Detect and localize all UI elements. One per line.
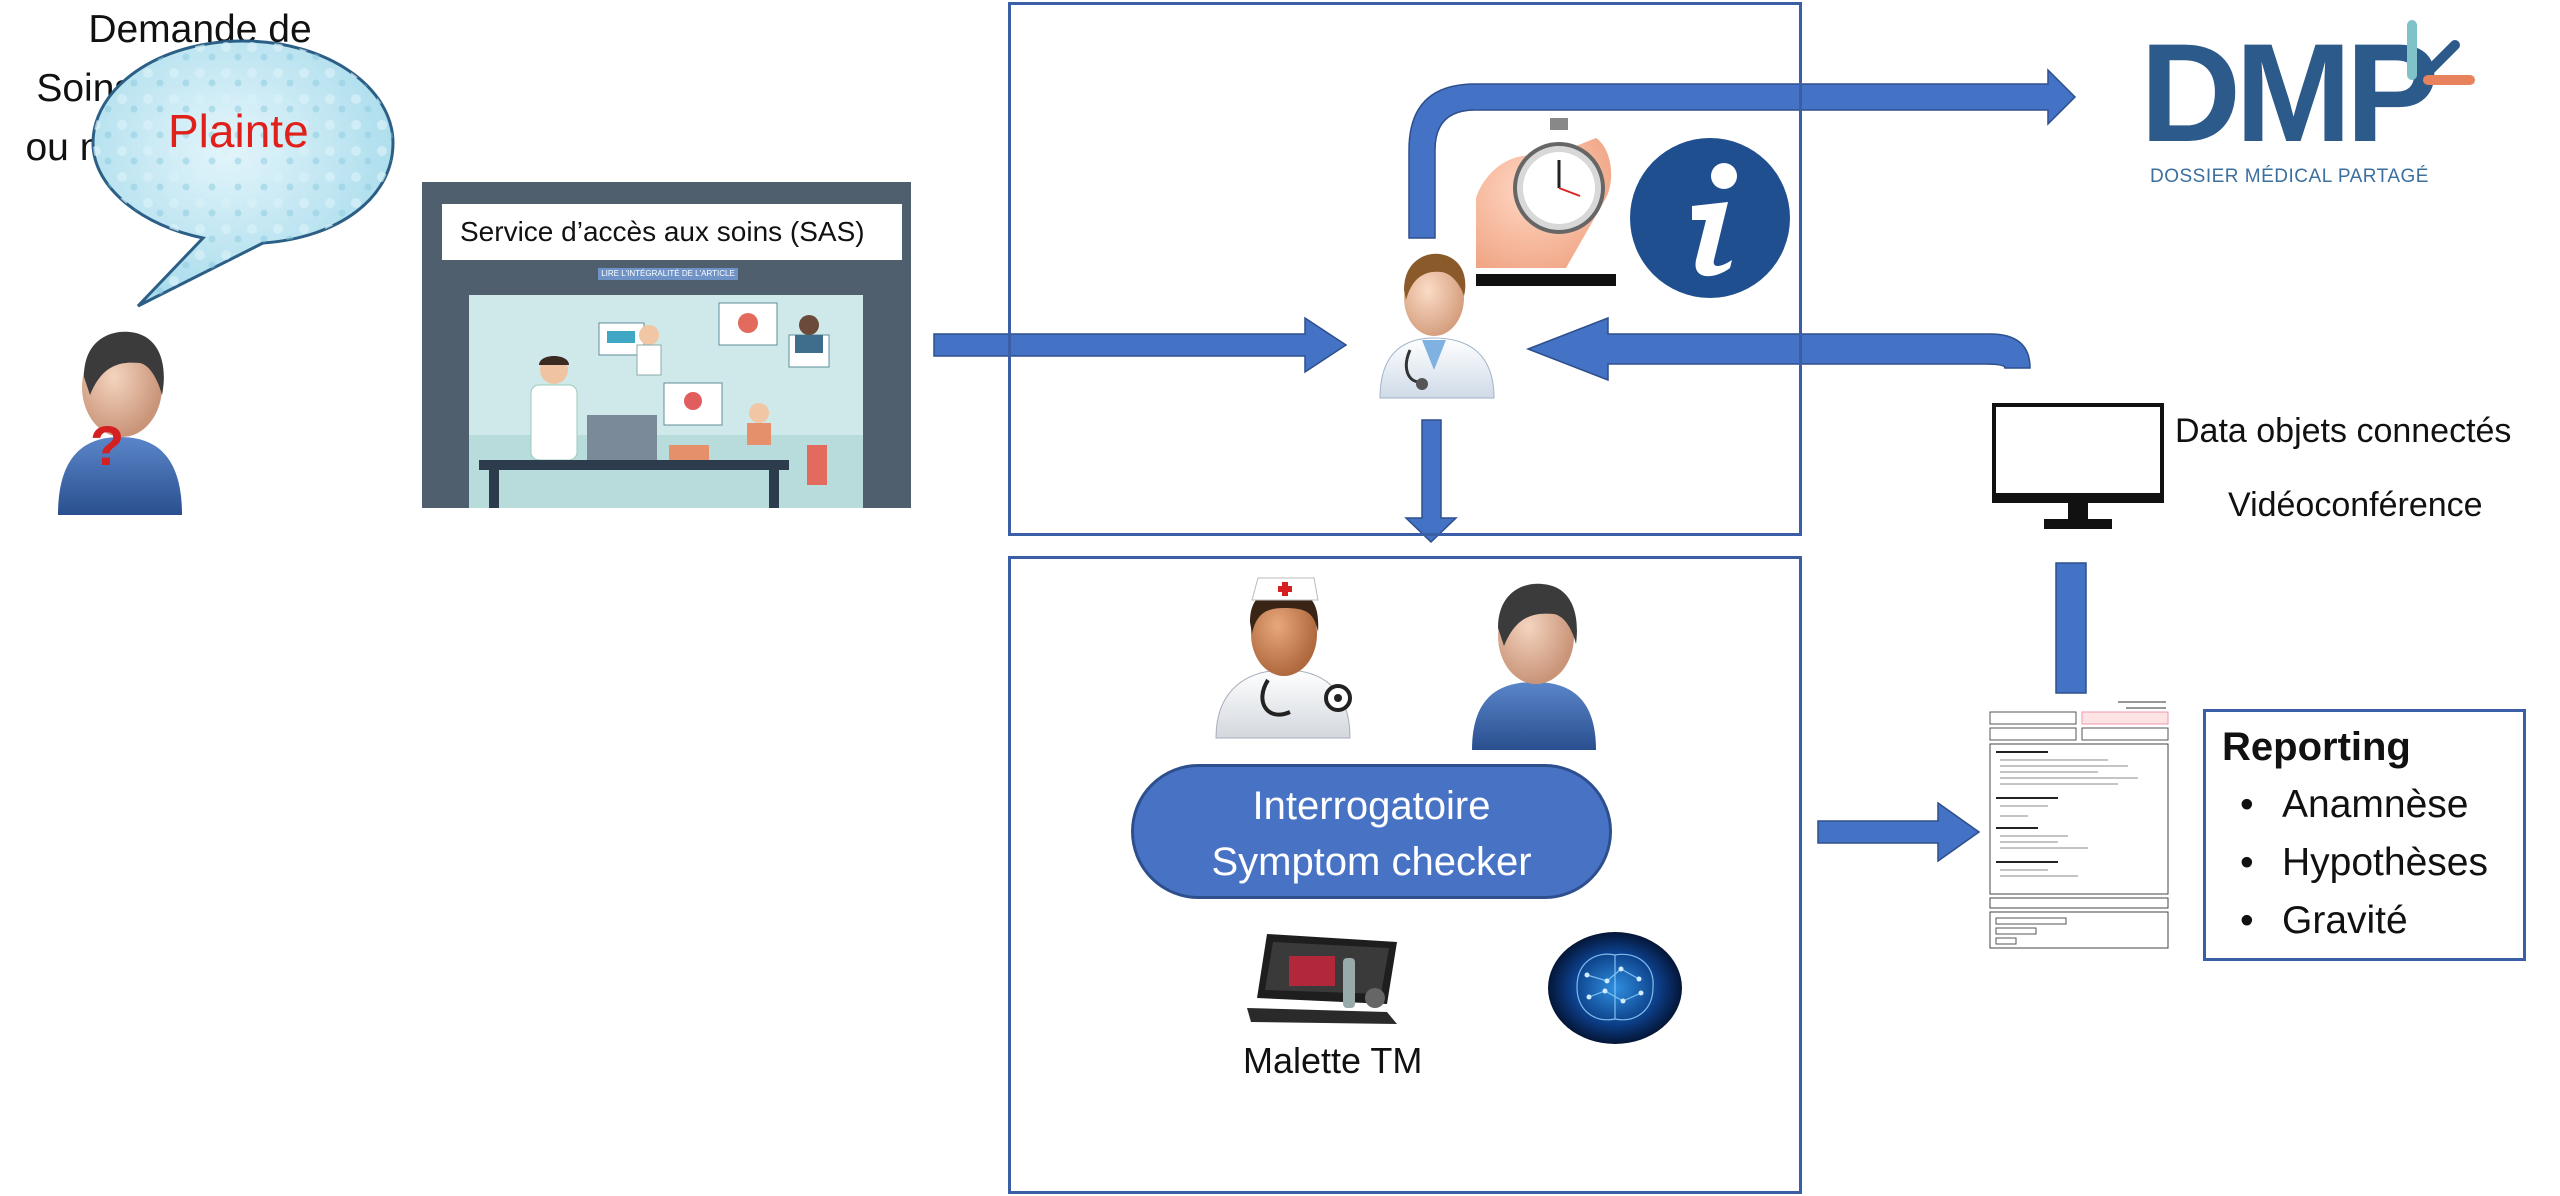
sas-banner: LIRE L'INTÉGRALITÉ DE L'ARTICLE: [598, 268, 738, 280]
svg-text:?: ?: [90, 414, 124, 477]
arrow-doctor-to-interrogatoire: [1404, 419, 1458, 544]
arrow-monitor-to-doctor: [1525, 316, 2031, 382]
monitor-icon: [1992, 403, 2164, 529]
monitor-label-data: Data objets connectés: [2175, 412, 2512, 450]
plainte-label: Plainte: [168, 105, 309, 157]
dmp-subtitle: DOSSIER MÉDICAL PARTAGÉ: [2150, 166, 2429, 187]
patient-icon: ?: [58, 331, 182, 515]
arrow-doctor-to-dmp: [1408, 68, 2077, 239]
arrow-sas-to-doctor: [933, 316, 1348, 374]
report-document-icon: [1988, 694, 2170, 952]
ai-brain-icon: [1548, 932, 1682, 1044]
reporting-item-hypotheses: Hypothèses: [2222, 834, 2488, 892]
info-icon: [1630, 138, 1790, 298]
medical-kit-icon: [1247, 934, 1397, 1024]
sas-title: Service d’accès aux soins (SAS): [442, 204, 902, 260]
connector-monitor-to-report: [2055, 562, 2087, 694]
speech-bubble-icon: [91, 39, 395, 308]
doctor-icon: [1379, 253, 1495, 399]
reporting-box: [2203, 709, 2526, 961]
reporting-item-anamnese: Anamnèse: [2222, 776, 2488, 834]
telemedicine-scene: [469, 295, 863, 508]
interrogatoire-pill: Interrogatoire Symptom checker: [1131, 764, 1612, 899]
reporting-title: Reporting: [2222, 725, 2411, 769]
dmp-accent-icon: [2407, 20, 2475, 85]
dmp-logo: DMP DOSSIER MÉDICAL PARTAGÉ: [2140, 14, 2475, 200]
man-icon: [1472, 583, 1596, 750]
kit-label: Malette TM: [1243, 1040, 1423, 1081]
arrow-box-to-report: [1817, 801, 1981, 863]
nurse-icon: [1215, 577, 1352, 739]
monitor-label-video: Vidéoconférence: [2228, 486, 2483, 524]
dmp-logo-text: DMP: [2140, 14, 2439, 171]
pill-line-1: Interrogatoire: [1252, 784, 1491, 828]
reporting-item-gravite: Gravité: [2222, 892, 2488, 950]
triage-box: [1008, 556, 1802, 1194]
pill-line-2: Symptom checker: [1211, 840, 1532, 884]
doctor-hub-box: [1008, 2, 1802, 536]
reporting-list: Anamnèse Hypothèses Gravité: [2222, 776, 2488, 950]
stopwatch-icon: [1476, 118, 1616, 286]
reporting-content: Reporting Anamnèse Hypothèses Gravité: [2222, 718, 2488, 950]
